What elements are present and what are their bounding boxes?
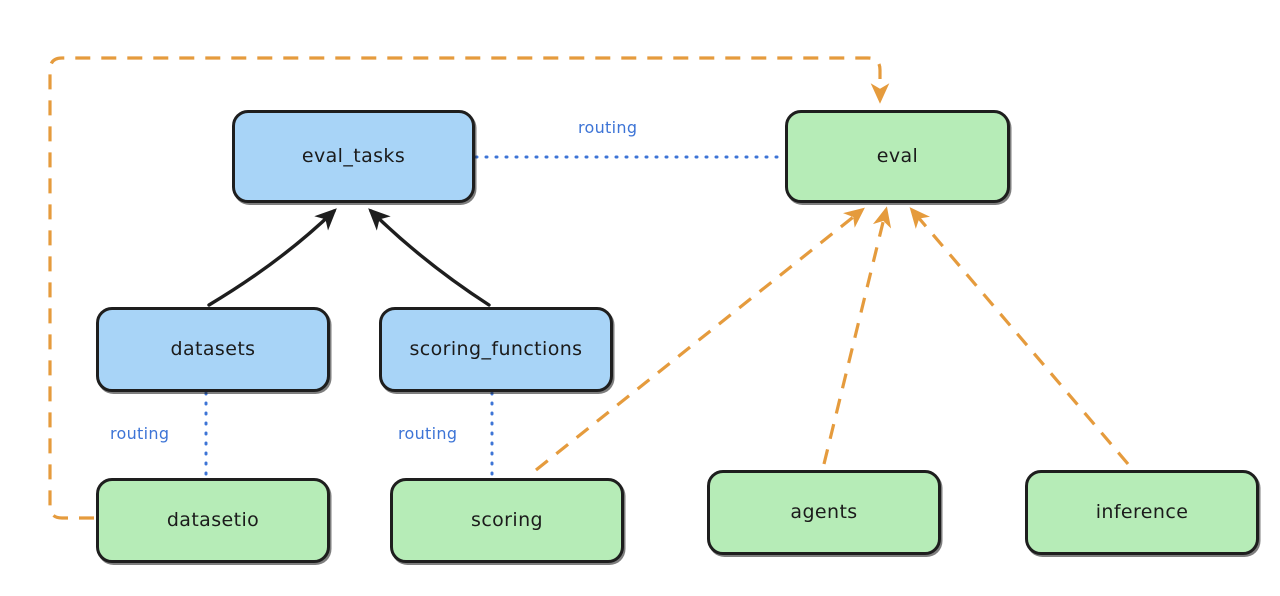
node-inference[interactable]: inference <box>1025 470 1259 555</box>
edge-scoring-functions-to-eval-tasks <box>368 208 491 307</box>
node-eval-tasks-label: eval_tasks <box>301 145 406 168</box>
node-eval-label: eval <box>876 145 919 168</box>
edge-agents-to-eval <box>822 206 892 465</box>
edge-datasets-to-eval-tasks <box>207 208 337 307</box>
edge-inference-to-eval <box>909 207 1130 466</box>
node-scoring-label: scoring <box>471 509 543 532</box>
node-agents-label: agents <box>790 501 858 524</box>
node-eval-tasks[interactable]: eval_tasks <box>232 110 475 203</box>
node-datasets-label: datasets <box>170 338 256 361</box>
edge-label-routing-datasets: routing <box>110 424 170 443</box>
node-scoring-functions-label: scoring_functions <box>409 338 583 361</box>
node-datasetio-label: datasetio <box>166 509 260 532</box>
node-scoring-functions[interactable]: scoring_functions <box>379 307 613 392</box>
node-datasetio[interactable]: datasetio <box>96 478 330 563</box>
node-scoring[interactable]: scoring <box>390 478 624 563</box>
node-inference-label: inference <box>1095 501 1189 524</box>
node-agents[interactable]: agents <box>707 470 941 555</box>
edge-label-routing-scoring-functions: routing <box>398 424 458 443</box>
node-eval[interactable]: eval <box>785 110 1010 203</box>
edge-label-routing-top: routing <box>578 118 638 137</box>
node-datasets[interactable]: datasets <box>96 307 330 392</box>
